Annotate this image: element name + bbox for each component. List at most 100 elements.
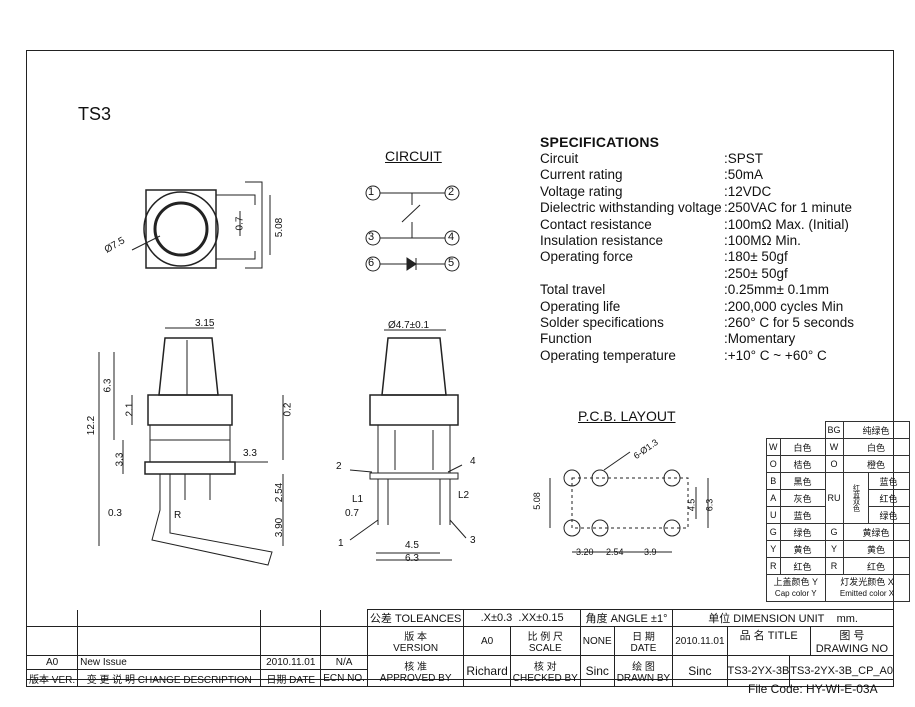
- date-value: 2010.11.01: [672, 626, 728, 656]
- spec-value: :SPST: [724, 151, 764, 166]
- spec-row: Contact resistance :100mΩ Max. (Initial): [540, 217, 849, 233]
- dim-side-r: R: [174, 510, 182, 521]
- spec-label: Contact resistance: [540, 216, 652, 232]
- color-cell: B: [766, 472, 781, 490]
- color-cell: 绿色: [779, 523, 826, 541]
- spec-row: Operating temperature:+10° C ~ +60° C: [540, 348, 827, 364]
- spec-label: Operating life: [540, 298, 621, 314]
- drawn-value: Sinc: [672, 655, 728, 687]
- spec-value: :260° C for 5 seconds: [724, 315, 854, 330]
- spec-heading: SPECIFICATIONS: [540, 134, 660, 150]
- spec-value: :250± 50gf: [724, 265, 788, 281]
- bg-code: BG: [824, 421, 844, 439]
- title-label: 品 名 TITLE: [728, 627, 811, 655]
- color-cell: O: [766, 455, 781, 473]
- spec-row: Operating force :180± 50gf: [540, 249, 788, 265]
- dim-side-21: 2.1: [124, 402, 136, 417]
- dim-front-07: 0.7: [345, 508, 359, 519]
- circuit-pin-5: 5: [448, 257, 455, 269]
- spec-label: Solder specifications: [540, 315, 664, 330]
- color-cell: U: [766, 506, 781, 524]
- dim-pcb-45: 4.5: [686, 498, 697, 512]
- spec-value: :180± 50gf: [724, 249, 788, 265]
- spec-row: Solder specifications :260° C for 5 secon…: [540, 315, 854, 331]
- drawing-title: TS3: [78, 104, 112, 124]
- color-cell: RU: [824, 472, 844, 524]
- dim-pcb-39: 3.9: [644, 547, 657, 557]
- pcb-layout: [549, 451, 709, 553]
- color-cell: 蓝色: [867, 472, 910, 490]
- spec-row: Operating life:200,000 cycles Min: [540, 299, 843, 315]
- dim-pcb-508: 5.08: [531, 492, 542, 510]
- dim-front-45: 4.5: [405, 540, 419, 551]
- dim-side-02: 0.2: [282, 402, 294, 417]
- spec-label: Operating force: [540, 249, 634, 265]
- spec-label: Circuit: [540, 151, 579, 166]
- dim-side-63: 6.3: [102, 378, 114, 393]
- color-cell: Y: [824, 540, 844, 558]
- spec-row: Function:Momentary: [540, 331, 795, 347]
- dim-pcb-320: 3.20: [576, 547, 594, 557]
- spec-row: Total travel:0.25mm± 0.1mm: [540, 282, 829, 298]
- hdr-date: 日期 DATE: [260, 669, 322, 687]
- pcb-heading: P.C.B. LAYOUT: [578, 408, 676, 424]
- color-cell: 橙色: [842, 455, 910, 473]
- spec-value: :100mΩ Max. (Initial): [724, 216, 849, 232]
- color-cell: 黄色: [779, 540, 826, 558]
- tol-values: .X±0.3 .XX±0.15: [463, 609, 581, 627]
- hdr-desc: 变 更 说 明 CHANGE DESCRIPTION: [77, 669, 262, 687]
- spec-row: Dielectric withstanding voltage:250VAC f…: [540, 200, 852, 216]
- spec-label: Current rating: [540, 167, 623, 183]
- rev-ver: A0: [25, 654, 79, 671]
- dim-front-63: 6.3: [405, 553, 419, 564]
- color-cell: R: [824, 557, 844, 575]
- spec-value: :250VAC for 1 minute: [724, 200, 853, 216]
- color-cell: Y: [766, 540, 781, 558]
- side-view: [98, 327, 284, 566]
- unit-label: 单位 DIMENSION UNIT mm.: [672, 609, 894, 627]
- callout-3: 3: [470, 535, 476, 546]
- color-cell: A: [766, 489, 781, 507]
- color-cell: 蓝色: [779, 506, 826, 524]
- circuit-pin-2: 2: [448, 186, 455, 198]
- rev-desc: New Issue: [77, 654, 262, 671]
- top-view: [131, 181, 271, 269]
- spec-row: Current rating :50mA: [540, 167, 763, 183]
- angle-tol: 角度 ANGLE ±1°: [579, 609, 674, 627]
- spec-label: Function: [540, 331, 592, 347]
- dim-front-l1: L1: [352, 494, 364, 505]
- spec-value: :12VDC: [724, 183, 772, 199]
- spec-row: Voltage rating :12VDC: [540, 184, 771, 200]
- circuit-pin-4: 4: [448, 231, 455, 243]
- color-cell: 白色: [842, 438, 910, 456]
- bg-name: 纯绿色: [842, 421, 910, 439]
- callout-1: 1: [338, 538, 344, 549]
- spec-row: :250± 50gf: [540, 266, 788, 282]
- spec-row: Insulation resistance:100MΩ Min.: [540, 233, 801, 249]
- spec-row: Circuit :SPST: [540, 151, 763, 167]
- circuit-pin-1: 1: [368, 186, 375, 198]
- color-cell: 白色: [779, 438, 826, 456]
- spec-label: Voltage rating: [540, 183, 623, 199]
- version-value: A0: [463, 626, 511, 656]
- dim-top-07: 0.7: [234, 216, 246, 231]
- spec-value: :100MΩ Min.: [724, 233, 801, 248]
- dim-top-508: 5.08: [274, 217, 286, 238]
- spec-label: Dielectric withstanding voltage: [540, 200, 722, 216]
- title-block: 公差 TOLEANCES .X±0.3 .XX±0.15 角度 ANGLE ±1…: [25, 609, 895, 687]
- spec-label: Operating temperature: [540, 347, 676, 363]
- spec-value: :50mA: [724, 167, 764, 183]
- dim-side-33b: 3.3: [243, 448, 257, 459]
- color-cell: G: [824, 523, 844, 541]
